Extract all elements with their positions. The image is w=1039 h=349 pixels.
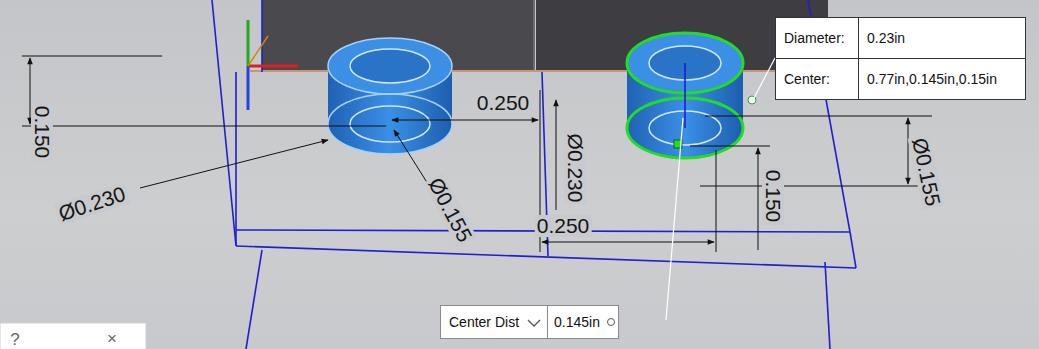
wireframe-edge <box>246 250 262 349</box>
dimension-line <box>556 100 557 210</box>
axis-triad <box>247 20 250 66</box>
axis-triad <box>247 66 250 110</box>
boss-cylinder <box>328 38 452 154</box>
axis-triad <box>248 20 298 110</box>
dimension-line <box>758 148 759 250</box>
wireframe-edge <box>825 262 830 349</box>
dialog-panel <box>0 323 146 349</box>
dropdown-text: Center Dist <box>441 306 547 338</box>
close-button: × <box>104 328 120 349</box>
measure-value: 0.145in <box>547 305 619 339</box>
boss-cylinder <box>328 94 452 154</box>
dimension-text: Ø0.230 <box>564 132 586 205</box>
wireframe-edge <box>235 72 237 246</box>
wireframe-edge <box>212 0 856 349</box>
dimension-text: Ø0.155 <box>423 173 477 248</box>
dimension-line <box>140 140 328 188</box>
boss-cylinder <box>350 106 430 142</box>
dropdown-chevron <box>528 320 540 326</box>
property-value: 0.77in,0.145in,0.15in <box>859 59 1025 99</box>
selected-cylinder <box>627 33 756 158</box>
dimension-line <box>690 146 770 147</box>
property-name: Diameter: <box>776 18 859 59</box>
axis-triad <box>248 36 268 66</box>
dimension-line <box>22 126 386 127</box>
wireframe-edge <box>261 0 263 72</box>
dimension-text: 0.250 <box>535 215 592 237</box>
dimension-line <box>22 56 162 57</box>
dimension-line <box>394 130 428 184</box>
dimension-text: Ø0.155 <box>908 134 945 210</box>
property-tooltip: Diameter:0.23inCenter:0.77in,0.145in,0.1… <box>775 17 1026 100</box>
value-text: 0.145in <box>548 306 618 338</box>
wireframe-edge <box>212 0 236 246</box>
leader-handle <box>606 317 616 327</box>
selected-cylinder <box>684 63 686 128</box>
leader-line <box>754 58 775 98</box>
boss-cylinder <box>328 38 452 94</box>
help-button: ? <box>7 329 22 349</box>
dimension-line <box>705 116 932 117</box>
leader-handle <box>607 319 614 326</box>
leader-line <box>666 58 775 320</box>
dimension-line <box>392 120 538 121</box>
property-name: Center: <box>776 59 859 99</box>
dialog-panel <box>0 323 146 349</box>
dropdown-chevron <box>527 318 541 328</box>
dimension-text: Ø0.230 <box>54 182 130 225</box>
wireframe-edge <box>236 246 856 268</box>
part-face <box>533 0 535 70</box>
dimension-text: 0.150 <box>762 168 784 225</box>
boss-cylinder <box>350 49 430 83</box>
dimension-line <box>716 150 717 252</box>
wireframe-edge <box>850 232 856 268</box>
measure-dropdown: Center Dist <box>440 305 548 339</box>
dimension-line <box>700 186 932 187</box>
dimension-line <box>908 118 909 184</box>
property-value: 0.23in <box>859 18 1025 59</box>
leader-line <box>666 118 683 320</box>
dimension-text: 0.250 <box>475 92 532 114</box>
dimension-line <box>22 56 932 252</box>
axis-triad <box>248 65 298 68</box>
dimension-text: 0.150 <box>31 104 53 161</box>
dimension-line <box>542 242 714 243</box>
